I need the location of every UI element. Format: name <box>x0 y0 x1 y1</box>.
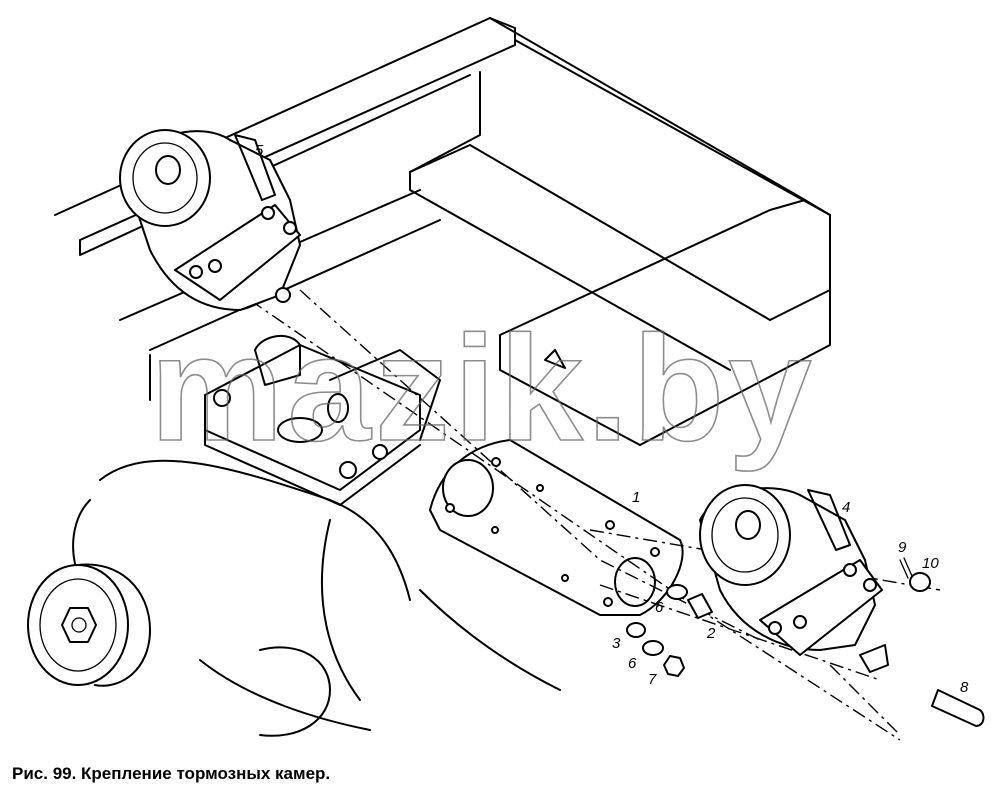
brake-chamber-4 <box>699 484 889 673</box>
callout-6-lower: 6 <box>628 655 637 672</box>
brake-chamber-5 <box>119 129 301 311</box>
callout-6-upper: 6 <box>655 599 664 616</box>
callout-5: 5 <box>255 142 264 159</box>
callout-2: 2 <box>706 625 716 642</box>
washer-6-lower <box>642 640 664 656</box>
hub-pulley <box>27 563 151 687</box>
pin-8 <box>931 689 985 727</box>
callout-3: 3 <box>612 635 621 652</box>
mounting-plate <box>429 439 684 616</box>
callout-8: 8 <box>960 679 969 696</box>
callout-10: 10 <box>922 555 939 572</box>
cotter-pin-9 <box>899 557 913 579</box>
callout-7: 7 <box>648 671 657 688</box>
bolt-2 <box>687 593 713 619</box>
callout-4: 4 <box>842 499 850 516</box>
axle-and-bracket <box>72 335 561 737</box>
vehicle-frame <box>54 17 831 446</box>
washer-6-upper <box>666 584 688 600</box>
fasteners <box>544 349 985 727</box>
callout-9: 9 <box>898 539 907 556</box>
callout-1: 1 <box>632 489 640 506</box>
washer-3 <box>626 622 646 638</box>
nut-7 <box>663 655 685 677</box>
washer-10 <box>909 572 931 592</box>
callout-labels: 1 2 3 4 5 6 6 7 8 9 10 <box>255 142 969 696</box>
figure-caption: Рис. 99. Крепление тормозных камер. <box>12 764 331 783</box>
watermark: mazik.by <box>150 304 816 472</box>
